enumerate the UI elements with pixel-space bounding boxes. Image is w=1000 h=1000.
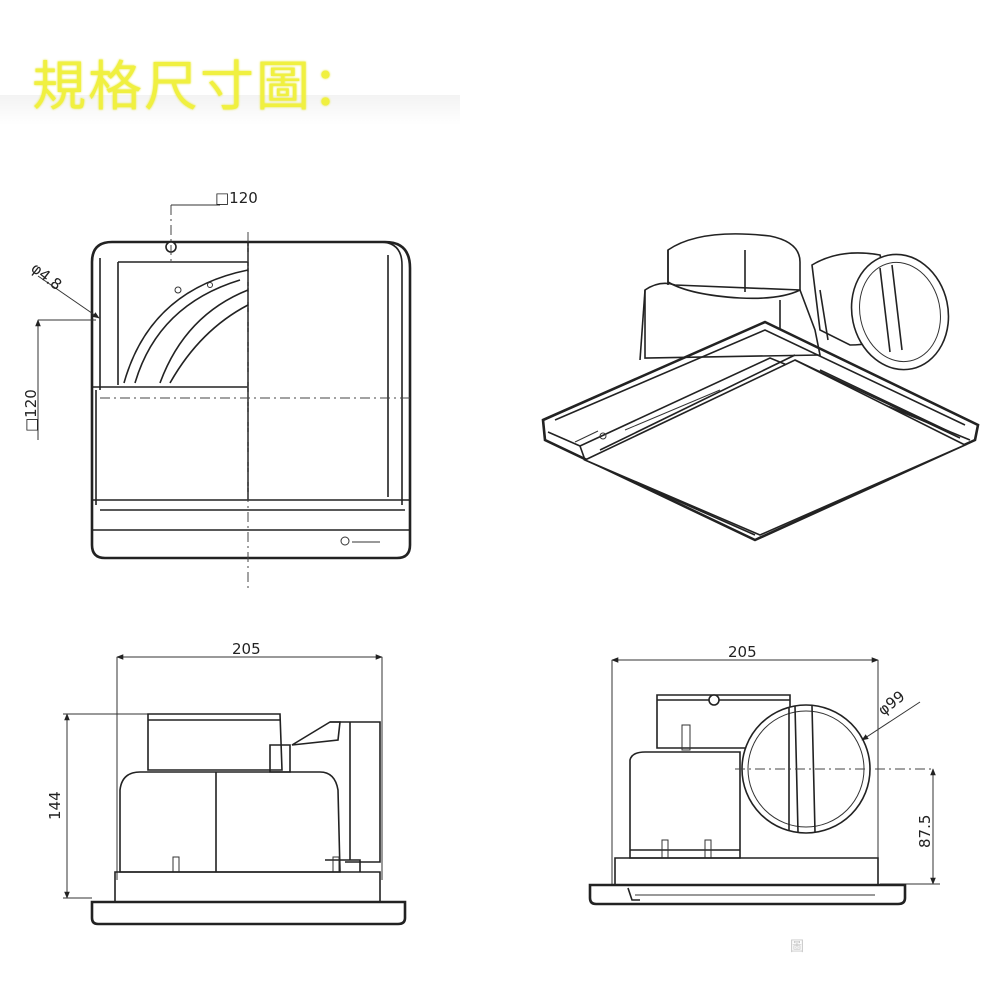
top-square-label: □120 (215, 189, 258, 207)
front-width-label: 205 (232, 640, 261, 658)
faint-caption: 圖 (790, 939, 807, 955)
front-height-label: 144 (46, 791, 64, 820)
side-square-label: □120 (22, 389, 40, 432)
front-view: 205 144 (46, 640, 407, 926)
page-title: 規格尺寸圖： (32, 55, 368, 118)
hole-diameter-label: φ4.8 (28, 259, 66, 294)
side-view: 205 87.5 φ99 (588, 643, 940, 906)
duct-center-height-label: 87.5 (916, 815, 934, 848)
isometric-view (541, 233, 980, 542)
duct-diameter-label: φ99 (874, 687, 908, 719)
top-view: □120 φ4.8 □120 (22, 189, 412, 590)
side-width-label: 205 (728, 643, 757, 661)
title-underlay (0, 95, 460, 125)
